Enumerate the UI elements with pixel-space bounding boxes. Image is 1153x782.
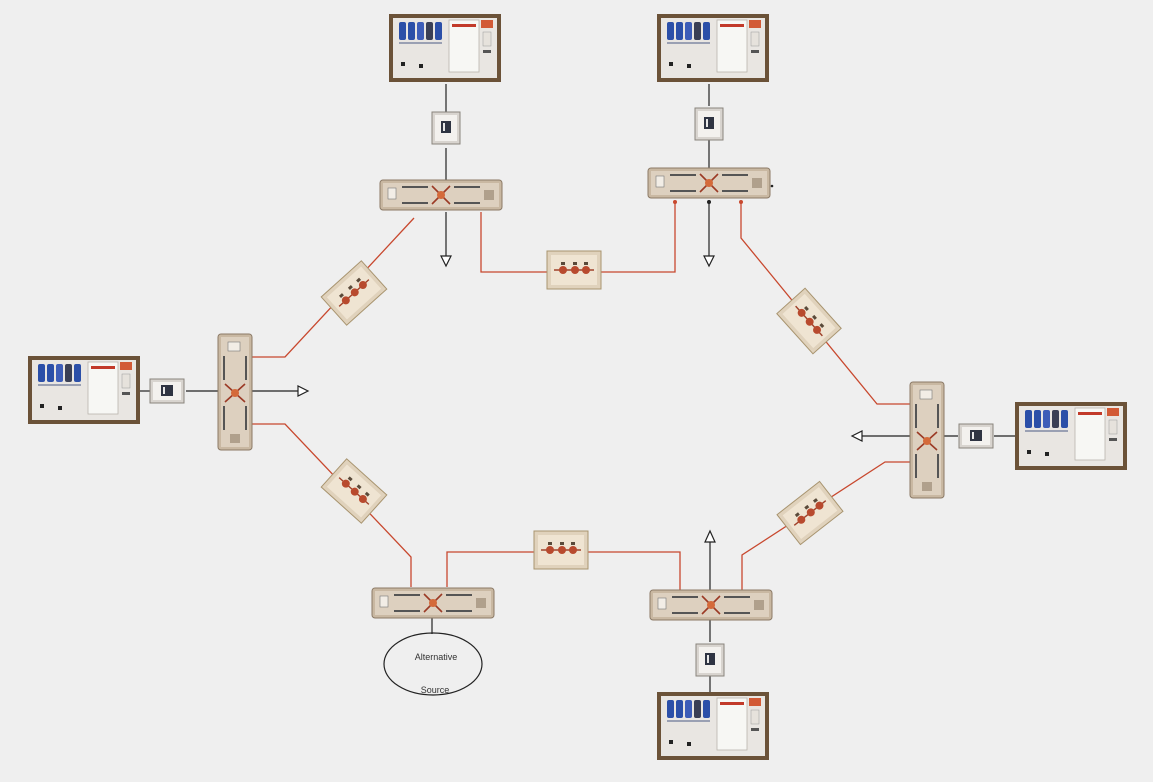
switchgear-cabinet-left — [28, 356, 140, 424]
ring-segment-device-bottomleft — [321, 459, 387, 523]
ring-main-unit-topright — [648, 168, 770, 198]
transformer-bottomright — [696, 644, 724, 676]
rmu-terminals — [673, 200, 743, 204]
ring-main-unit-bottomright — [650, 590, 772, 620]
transformer-top — [432, 112, 460, 144]
alternative-source: Alternative Source — [384, 633, 482, 695]
ring-segment-device-top — [547, 251, 601, 289]
stray-dot — [771, 185, 774, 188]
ring-main-unit-bottom — [372, 588, 494, 618]
ring-segment-device-bottomright — [777, 481, 843, 544]
switchgear-cabinet-topright — [657, 14, 769, 82]
feeders — [140, 84, 1015, 692]
alternative-source-label-line2: Source — [421, 685, 450, 695]
ring-segment-device-topleft — [321, 261, 387, 325]
arrow-bottomright-up — [705, 531, 715, 542]
arrow-topright-down — [704, 256, 714, 266]
ring-link-bottom-left — [252, 424, 411, 587]
ring-main-unit-left — [218, 334, 252, 450]
arrow-top-down — [441, 256, 451, 266]
ring-main-unit-top — [380, 180, 502, 210]
transformer-right — [959, 424, 993, 448]
switchgear-cabinet-top — [389, 14, 501, 82]
ring-link-topright-right — [741, 202, 912, 404]
arrow-right-left — [852, 431, 862, 441]
switchgear-cabinet-right — [1015, 402, 1127, 470]
alternative-source-label-line1: Alternative — [415, 652, 458, 662]
switchgear-cabinet-bottomright — [657, 692, 769, 760]
ring-segment-device-bottom — [534, 531, 588, 569]
transformer-topright — [695, 108, 723, 140]
transformer-left — [150, 379, 184, 403]
arrow-left-right — [298, 386, 308, 396]
ring-link-right-bottomright — [742, 462, 912, 590]
ring-segment-device-topright — [777, 288, 841, 354]
ring-main-unit-right — [910, 382, 944, 498]
